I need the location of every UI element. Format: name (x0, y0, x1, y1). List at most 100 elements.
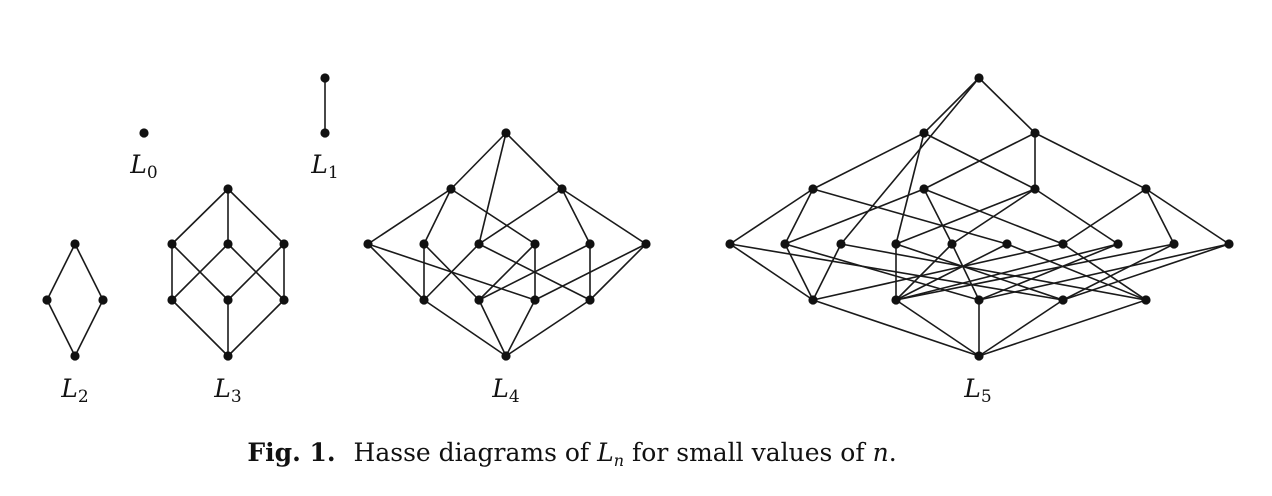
hasse-diagram-L3 (167, 184, 289, 361)
L5-edge-21 (729, 243, 814, 301)
L5-node-0 (974, 73, 984, 83)
L3-node-4 (167, 295, 177, 305)
L5-edge-18 (1062, 188, 1147, 245)
L1-node-0 (320, 73, 330, 83)
L5-node-5 (1030, 184, 1040, 194)
caption-symbol: Ln (597, 438, 625, 470)
L5-edge-15 (895, 188, 1036, 245)
L5-node-18 (891, 295, 901, 305)
L3-edge-7 (227, 243, 285, 301)
L4-node-2 (557, 184, 567, 194)
L5-edge-28 (895, 243, 1064, 301)
hasse-diagram-L4 (363, 128, 651, 361)
L5-edge-3 (812, 132, 925, 190)
L4-edge-2 (478, 132, 507, 245)
L5-node-17 (808, 295, 818, 305)
L5-node-14 (1113, 239, 1123, 249)
L5-edge-17 (1034, 188, 1119, 245)
L5-edge-23 (784, 243, 814, 301)
hasse-diagram-L1 (320, 73, 330, 138)
L4-edge-15 (478, 243, 536, 301)
L5-edge-11 (812, 188, 1008, 245)
L3-node-5 (223, 295, 233, 305)
L4-node-13 (501, 351, 511, 361)
L3-node-7 (223, 351, 233, 361)
L5-edge-35 (895, 243, 1119, 301)
L4-node-4 (419, 239, 429, 249)
L5-edge-12 (784, 188, 925, 245)
L5-edge-7 (1034, 132, 1147, 190)
L2-node-3 (70, 351, 80, 361)
label-L5: L5 (964, 374, 992, 407)
L5-edge-31 (895, 243, 1008, 301)
L4-edge-13 (423, 243, 480, 301)
caption-symbol-n: n (872, 438, 889, 467)
L5-node-12 (1002, 239, 1012, 249)
L4-edge-20 (589, 243, 647, 301)
L4-edge-23 (505, 299, 536, 357)
L3-edge-11 (227, 299, 285, 357)
hasse-diagram-L2 (42, 239, 108, 361)
L5-node-4 (919, 184, 929, 194)
label-L1: L1 (311, 150, 339, 183)
L4-edge-17 (478, 243, 591, 301)
label-L2: L2 (61, 374, 89, 407)
L5-node-8 (780, 239, 790, 249)
L5-node-11 (947, 239, 957, 249)
L4-edge-24 (505, 299, 591, 357)
L4-node-12 (585, 295, 595, 305)
L4-node-7 (585, 239, 595, 249)
label-L3: L3 (214, 374, 242, 407)
L5-edge-37 (895, 243, 1175, 301)
L5-node-20 (1058, 295, 1068, 305)
L5-node-13 (1058, 239, 1068, 249)
L4-node-9 (419, 295, 429, 305)
L5-edge-20 (1145, 188, 1230, 245)
L4-node-6 (530, 239, 540, 249)
L4-edge-3 (367, 188, 452, 245)
L5-node-15 (1169, 239, 1179, 249)
L3-node-2 (223, 239, 233, 249)
L5-edge-42 (895, 299, 980, 357)
L5-edge-32 (1006, 243, 1147, 301)
L5-edge-25 (812, 243, 842, 301)
L3-edge-2 (227, 188, 285, 245)
figure-caption: Fig. 1. Hasse diagrams of Ln for small v… (0, 438, 1144, 470)
L4-edge-1 (505, 132, 563, 190)
caption-text-middle: for small values of (632, 438, 865, 467)
L4-node-3 (363, 239, 373, 249)
L5-edge-5 (895, 132, 925, 245)
L5-edge-29 (895, 243, 953, 301)
label-L0: L0 (130, 150, 158, 183)
L5-edge-9 (729, 188, 814, 245)
L5-node-1 (919, 128, 929, 138)
L3-node-3 (279, 239, 289, 249)
L5-edge-39 (978, 243, 1230, 301)
L4-edge-0 (450, 132, 507, 190)
L4-node-0 (501, 128, 511, 138)
L5-node-7 (725, 239, 735, 249)
L5-node-19 (974, 295, 984, 305)
L5-edge-41 (812, 299, 980, 357)
L2-edge-2 (46, 299, 76, 357)
L2-node-2 (98, 295, 108, 305)
caption-text-end: . (888, 438, 897, 467)
L3-node-0 (223, 184, 233, 194)
L5-node-2 (1030, 128, 1040, 138)
L5-edge-36 (978, 243, 1119, 301)
L5-node-22 (974, 351, 984, 361)
L5-edge-13 (923, 188, 953, 245)
L4-edge-5 (450, 188, 536, 245)
hasse-diagram-L5 (725, 73, 1234, 361)
L3-edge-9 (171, 299, 229, 357)
L1-node-1 (320, 128, 330, 138)
L5-edge-40 (1062, 243, 1230, 301)
L5-edge-33 (812, 243, 1064, 301)
L5-node-9 (836, 239, 846, 249)
L5-edge-0 (923, 77, 980, 134)
L2-node-0 (70, 239, 80, 249)
L5-node-21 (1141, 295, 1151, 305)
L5-edge-30 (951, 243, 980, 301)
L4-edge-21 (423, 299, 507, 357)
